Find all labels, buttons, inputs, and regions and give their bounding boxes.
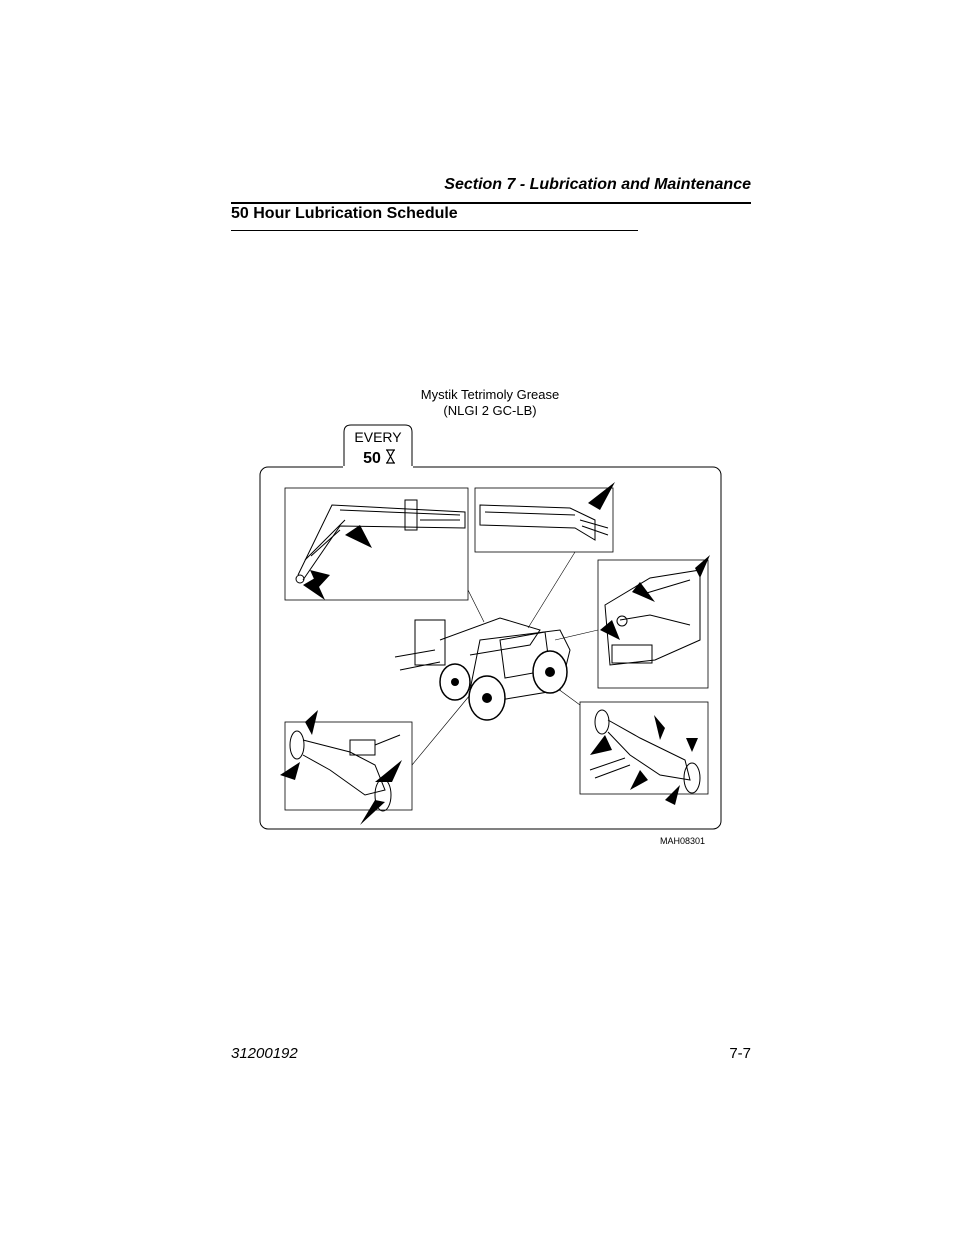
figure-id: MAH08301 [660, 836, 706, 846]
section-title: Section 7 - Lubrication and Maintenance [444, 176, 751, 193]
hourglass-icon [386, 449, 395, 464]
inset-frame-pivot [597, 559, 709, 689]
boom-head-drawing [479, 504, 609, 541]
rear-axle-drawing [589, 709, 701, 794]
interval-label: EVERY [354, 429, 402, 445]
page-number: 7-7 [729, 1045, 751, 1062]
page-heading: 50 Hour Lubrication Schedule [231, 205, 638, 231]
front-axle-drawing [289, 730, 401, 812]
grease-point-markers [280, 482, 710, 825]
inset-front-axle [284, 721, 413, 811]
frame-pivot-drawing [604, 569, 701, 666]
figure-caption: Mystik Tetrimoly Grease (NLGI 2 GC-LB) [380, 387, 600, 419]
boom-pivot-drawing [295, 499, 466, 584]
caption-line-2: (NLGI 2 GC-LB) [443, 403, 537, 418]
inset-boom-head [474, 487, 614, 553]
document-number: 31200192 [231, 1045, 298, 1062]
interval-tab [343, 424, 413, 467]
interval-hours: 50 [363, 450, 381, 467]
caption-line-1: Mystik Tetrimoly Grease [420, 387, 560, 402]
section-header: Section 7 - Lubrication and Maintenance [231, 176, 751, 204]
page-title: 50 Hour Lubrication Schedule [231, 205, 458, 222]
leader-lines [411, 551, 599, 766]
wheel-hubs [451, 667, 555, 703]
